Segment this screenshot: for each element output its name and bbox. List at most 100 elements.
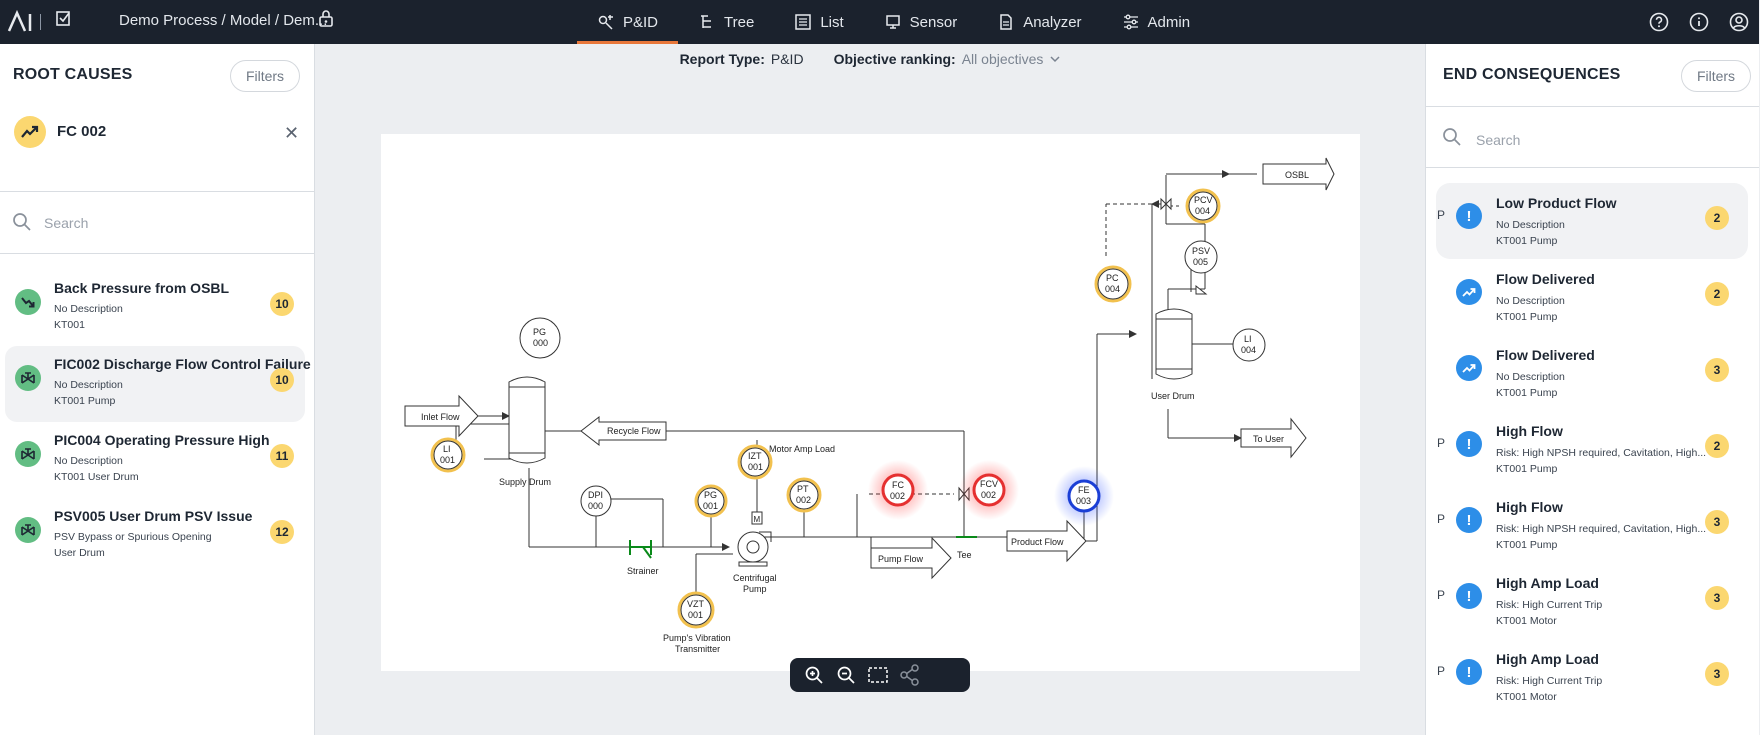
end-consequences-panel: END CONSEQUENCES Filters P ! Low Product… xyxy=(1425,44,1759,735)
valve-icon xyxy=(15,365,41,391)
to-user-stream[interactable] xyxy=(1240,417,1307,459)
instrument-tag: PT xyxy=(797,484,809,494)
trend-up-icon xyxy=(1456,355,1482,381)
help-button[interactable] xyxy=(1639,12,1679,32)
instrument-fcv002[interactable]: FCV 002 xyxy=(972,473,1006,507)
instrument-number: 004 xyxy=(1241,345,1256,355)
instrument-pg000[interactable]: PG 000 xyxy=(519,317,561,359)
instrument-psv005[interactable]: PSV 005 xyxy=(1184,240,1218,274)
inlet-flow-stream[interactable] xyxy=(404,394,479,438)
osbl-stream[interactable] xyxy=(1262,157,1335,191)
breadcrumb[interactable]: Demo Process / Model / Dem... xyxy=(119,12,328,29)
list-item[interactable]: FIC002 Discharge Flow Control Failure No… xyxy=(5,346,311,422)
cause-title: PIC004 Operating Pressure High xyxy=(54,432,270,448)
info-button[interactable] xyxy=(1679,12,1719,32)
list-item[interactable]: P ! High Flow Risk: High NPSH required, … xyxy=(1436,487,1748,563)
objective-ranking-value: All objectives xyxy=(961,51,1044,67)
instrument-number: 004 xyxy=(1195,206,1210,216)
instrument-dpi000[interactable]: DPI 000 xyxy=(580,485,612,517)
end-consequences-filters-button[interactable]: Filters xyxy=(1681,60,1751,92)
cause-equipment: KT001 Pump xyxy=(54,395,116,407)
osbl-label: OSBL xyxy=(1285,170,1309,180)
top-bar: Demo Process / Model / Dem... P&ID Tree … xyxy=(0,0,1759,44)
app-logo[interactable] xyxy=(6,8,36,36)
instrument-fc002[interactable]: FC 002 xyxy=(881,473,915,507)
list-item[interactable]: P ! High Amp Load Risk: High Current Tri… xyxy=(1436,639,1748,715)
pcv-valve[interactable] xyxy=(1160,197,1172,211)
consequence-title: Flow Delivered xyxy=(1496,347,1595,363)
tab-analyzer[interactable]: Analyzer xyxy=(977,0,1101,44)
tab-list[interactable]: List xyxy=(774,0,863,44)
psv-valve[interactable] xyxy=(1195,284,1208,295)
cause-title: PSV005 User Drum PSV Issue xyxy=(54,508,253,524)
consequence-title: High Amp Load xyxy=(1496,651,1599,667)
instrument-tag: PC xyxy=(1106,273,1119,283)
consequence-title: Low Product Flow xyxy=(1496,195,1617,211)
list-item[interactable]: Flow Delivered No Description KT001 Pump… xyxy=(1436,259,1748,335)
count-badge: 12 xyxy=(270,520,294,544)
priority-marker: P xyxy=(1437,588,1446,602)
list-item[interactable]: PSV005 User Drum PSV Issue PSV Bypass or… xyxy=(5,498,305,574)
instrument-vzt001[interactable]: VZT 001 xyxy=(677,591,715,629)
fit-screen-button[interactable] xyxy=(866,663,890,687)
instrument-tag: FC xyxy=(892,480,904,490)
instrument-pt002[interactable]: PT 002 xyxy=(786,477,822,513)
tab-tree[interactable]: Tree xyxy=(678,0,774,44)
tab-sensor[interactable]: Sensor xyxy=(864,0,978,44)
strainer[interactable] xyxy=(629,540,652,559)
search-icon xyxy=(13,213,31,231)
lock-icon[interactable] xyxy=(318,9,334,27)
consequence-equipment: KT001 Pump xyxy=(1496,235,1558,247)
tab-pid[interactable]: P&ID xyxy=(577,0,679,44)
instrument-pcv004[interactable]: PCV 004 xyxy=(1185,188,1221,224)
objective-ranking-select[interactable]: Objective ranking: All objectives xyxy=(834,51,1062,67)
tab-label: Sensor xyxy=(909,13,958,31)
list-item[interactable]: P ! Low Product Flow No Description KT00… xyxy=(1436,183,1748,259)
instrument-pg001[interactable]: PG 001 xyxy=(694,484,728,518)
instrument-li001[interactable]: LI 001 xyxy=(430,437,466,473)
list-item[interactable]: P ! High Amp Load Risk: High Current Tri… xyxy=(1436,563,1748,639)
pid-icon xyxy=(598,15,613,30)
list-item[interactable]: P ! High Flow Risk: High NPSH required, … xyxy=(1436,411,1748,487)
pid-diagram[interactable]: Inlet Flow Recycle Flow Supply Drum Stra… xyxy=(381,134,1360,671)
supply-drum[interactable] xyxy=(508,376,546,464)
product-flow-stream[interactable] xyxy=(1006,519,1087,563)
pid-view: Report Type: P&ID Objective ranking: All… xyxy=(316,44,1425,735)
recycle-flow-stream[interactable] xyxy=(580,415,667,447)
list-item[interactable]: Back Pressure from OSBL No Description K… xyxy=(5,270,305,346)
main-nav: P&ID Tree List Sensor Analyzer Admin xyxy=(577,0,1210,44)
pump-flow-stream[interactable] xyxy=(870,536,952,580)
inlet-flow-label: Inlet Flow xyxy=(421,412,460,422)
root-causes-filters-button[interactable]: Filters xyxy=(230,60,300,92)
motor[interactable] xyxy=(751,511,763,525)
centrifugal-pump[interactable] xyxy=(737,531,772,567)
instrument-li004[interactable]: LI 004 xyxy=(1232,328,1266,362)
tab-admin[interactable]: Admin xyxy=(1102,0,1211,44)
share-button[interactable] xyxy=(898,663,922,687)
zoom-out-button[interactable] xyxy=(834,663,858,687)
instrument-fe003[interactable]: FE 003 xyxy=(1067,479,1101,513)
root-causes-search-input[interactable] xyxy=(44,212,284,234)
user-drum[interactable] xyxy=(1155,308,1193,380)
consequence-equipment: KT001 Pump xyxy=(1496,311,1558,323)
tab-label: Admin xyxy=(1147,13,1191,31)
list-item[interactable]: Flow Delivered No Description KT001 Pump… xyxy=(1436,335,1748,411)
count-badge: 2 xyxy=(1705,282,1729,306)
instrument-izt001[interactable]: IZT 001 xyxy=(737,444,773,480)
instrument-pc004[interactable]: PC 004 xyxy=(1094,265,1132,303)
instrument-number: 000 xyxy=(533,338,548,348)
count-badge: 3 xyxy=(1705,662,1729,686)
end-consequences-search-input[interactable] xyxy=(1476,129,1716,151)
cause-equipment: KT001 xyxy=(54,319,85,331)
consequence-description: Risk: High Current Trip xyxy=(1496,599,1603,611)
tab-label: P&ID xyxy=(623,13,659,31)
process-icon[interactable] xyxy=(54,9,74,29)
account-button[interactable] xyxy=(1719,12,1759,32)
pid-canvas[interactable]: Inlet Flow Recycle Flow Supply Drum Stra… xyxy=(381,134,1360,671)
report-type-label: Report Type: xyxy=(679,51,765,67)
list-item[interactable]: PIC004 Operating Pressure High No Descri… xyxy=(5,422,305,498)
cause-title: Back Pressure from OSBL xyxy=(54,280,230,296)
root-causes-title: ROOT CAUSES xyxy=(13,66,133,83)
zoom-in-button[interactable] xyxy=(802,663,826,687)
close-icon[interactable]: ✕ xyxy=(284,123,300,143)
